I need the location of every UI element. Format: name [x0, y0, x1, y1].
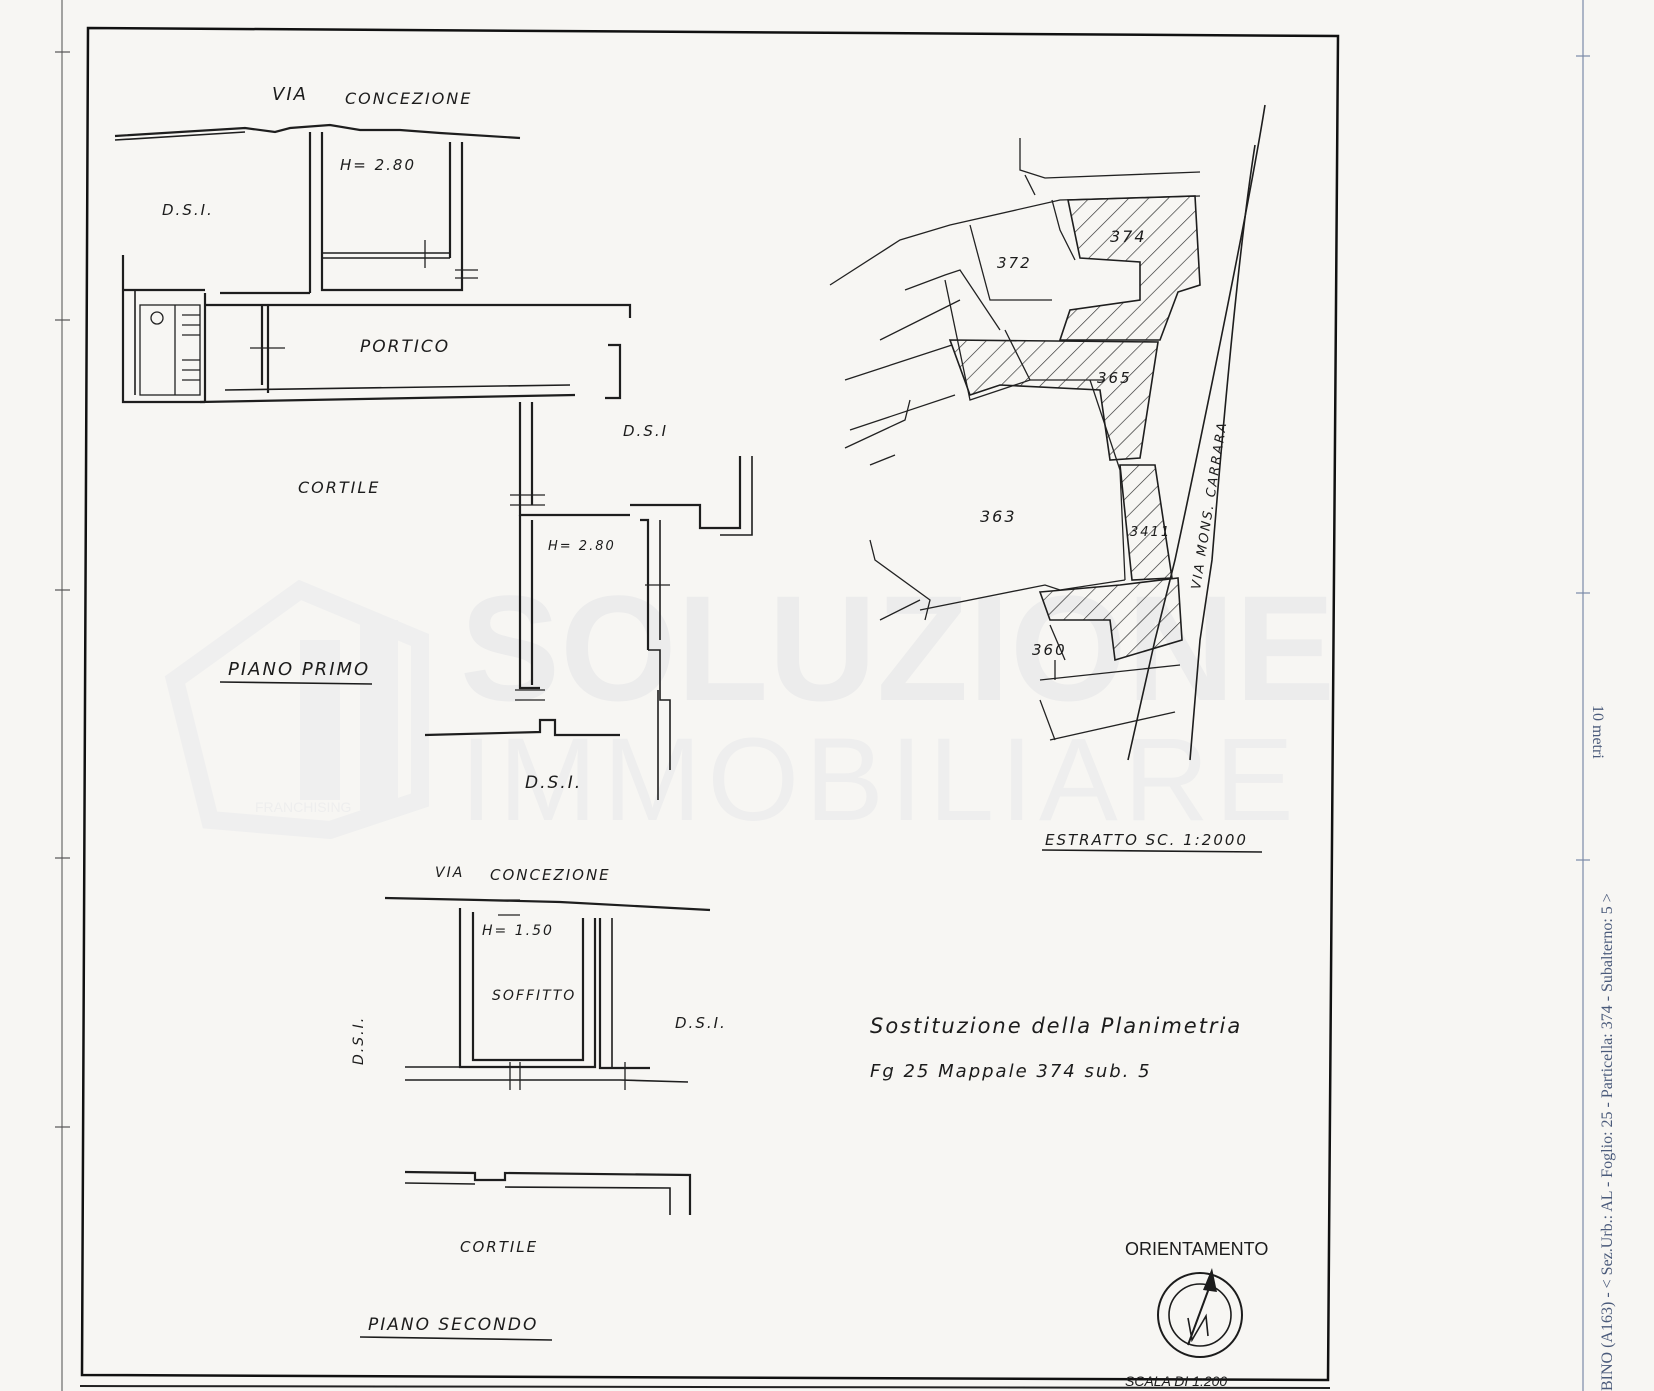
floor1-street-name: CONCEZIONE: [345, 89, 472, 108]
floor2-title: PIANO SECONDO: [368, 1315, 538, 1335]
floor1-dsi-bottom: D.S.I.: [525, 773, 582, 793]
floor1-title: PIANO PRIMO: [228, 659, 370, 680]
sidebar-reference: 10 metri BINO (A163) - < Sez.Urb.: AL - …: [1589, 705, 1616, 1391]
floor2-room-label: SOFFITTO: [492, 988, 576, 1004]
floor1-height-label-2: H= 2.80: [548, 539, 616, 554]
north-arrow-icon: [1157, 1268, 1243, 1358]
floor-2-plan: VIA CONCEZIONE H= 1.50 SOFFITTO D.S.I. D…: [351, 865, 727, 1341]
left-margin-rule: [55, 0, 70, 1391]
parcel-374: 374: [1110, 227, 1147, 246]
floor1-dsi-left: D.S.I.: [162, 201, 214, 219]
floor2-cortile-label: CORTILE: [460, 1238, 538, 1256]
parcel-360: 360: [1032, 641, 1067, 659]
floor1-street-via: VIA: [272, 84, 308, 105]
floor2-dsi-right: D.S.I.: [675, 1014, 727, 1032]
parcel-372: 372: [997, 254, 1032, 272]
note-line-2: Fg 25 Mappale 374 sub. 5: [870, 1061, 1152, 1082]
floor2-street-name: CONCEZIONE: [490, 866, 611, 884]
watermark-sub: FRANCHISING: [255, 799, 351, 815]
floor1-portico-label: PORTICO: [360, 337, 450, 357]
floor1-dsi-right: D.S.I: [623, 422, 668, 440]
floor2-dsi-left: D.S.I.: [351, 1016, 367, 1065]
note-line-1: Sostituzione della Planimetria: [870, 1014, 1242, 1038]
orientation-block: ORIENTAMENTO SCALA DI 1:200: [1125, 1239, 1268, 1389]
watermark-word-1: SOLUZIONE: [460, 564, 1335, 732]
right-margin-rule: [1576, 0, 1590, 1391]
orientation-label: ORIENTAMENTO: [1125, 1239, 1268, 1259]
scale-label: SCALA DI 1:200: [1125, 1373, 1227, 1389]
floor1-height-label: H= 2.80: [340, 156, 416, 174]
floor-1-plan: VIA CONCEZIONE H= 2.80 D.S.I. PORTICO D.…: [114, 84, 753, 800]
parcel-363: 363: [980, 507, 1017, 526]
floor2-street-via: VIA: [435, 865, 464, 881]
parcel-3411: 3411: [1130, 525, 1171, 540]
parcel-365: 365: [1097, 369, 1132, 387]
scale-bar-label: 10 metri: [1589, 705, 1606, 759]
watermark: SOLUZIONE IMMOBILIARE FRANCHISING: [164, 564, 1335, 846]
floor1-cortile-label: CORTILE: [298, 478, 380, 497]
watermark-word-2: IMMOBILIARE: [460, 714, 1300, 846]
revision-note: Sostituzione della Planimetria Fg 25 Map…: [870, 1014, 1242, 1082]
floor2-height-label: H= 1.50: [482, 923, 554, 939]
extract-caption: ESTRATTO SC. 1:2000: [1045, 831, 1248, 849]
cadastral-reference: BINO (A163) - < Sez.Urb.: AL - Foglio: 2…: [1599, 893, 1616, 1391]
drawing-frame: [80, 26, 1340, 1382]
